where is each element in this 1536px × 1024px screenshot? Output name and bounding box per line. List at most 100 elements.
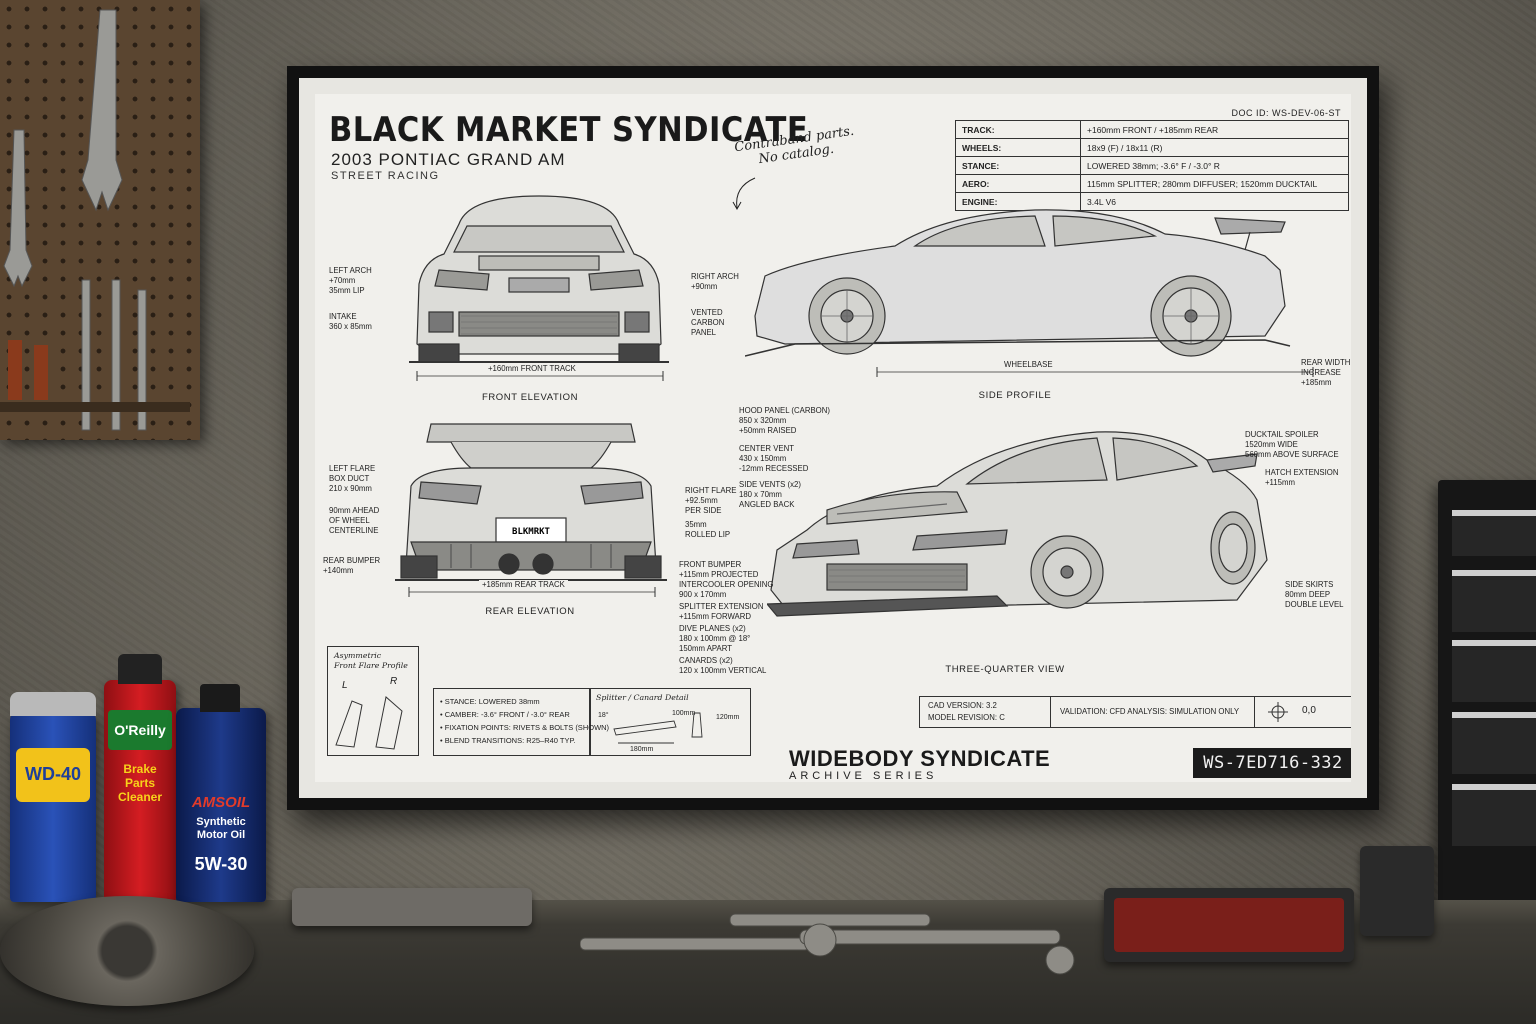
ann-left-flare: LEFT FLARE BOX DUCT 210 x 90mm xyxy=(329,464,376,493)
blueprint-poster: BLACK MARKET SYNDICATE 2003 PONTIAC GRAN… xyxy=(315,94,1351,782)
bottom-spec-key: STANCE: xyxy=(444,697,477,706)
brake-cleaner-can: O'Reilly Brake Parts Cleaner xyxy=(104,654,176,902)
ann-right-arch: RIGHT ARCH +90mm xyxy=(691,272,739,291)
spec-row: WHEELS:18x9 (F) / 18x11 (R) xyxy=(955,138,1349,157)
wrench-large xyxy=(81,9,123,212)
ann-left-arch: LEFT ARCH +70mm 35mm LIP xyxy=(329,266,372,295)
ann-vented-panel: VENTED CARBON PANEL xyxy=(691,308,725,337)
tool-cup xyxy=(1360,846,1434,936)
ann-hatch-extension: HATCH EXTENSION +115mm xyxy=(1265,468,1339,487)
ann-wheelbase: WHEELBASE xyxy=(1001,360,1056,370)
splitter-detail-box: Splitter / Canard Detail 18° 100mm 180mm… xyxy=(589,688,751,756)
bottom-spec-row: • FIXATION POINTS: RIVETS & BOLTS (SHOWN… xyxy=(440,723,610,732)
flare-profile-sketch xyxy=(335,696,403,750)
pegboard xyxy=(0,0,200,440)
amsoil-label: AMSOIL xyxy=(191,794,251,811)
brand-name: WIDEBODY SYNDICATE xyxy=(789,746,1051,771)
splitter-length: 180mm xyxy=(630,746,654,753)
spec-key: AERO: xyxy=(955,174,1081,193)
note-arrow xyxy=(732,177,756,211)
cabinet-drawer-3 xyxy=(1452,640,1536,702)
splitter-detail-sketch xyxy=(613,712,703,744)
hanging-tools xyxy=(3,9,147,431)
bottom-spec-row: • BLEND TRANSITIONS: R25–R40 TYP. xyxy=(440,736,576,745)
cad-origin: 0,0 xyxy=(1302,705,1316,716)
front-elevation-drawing xyxy=(409,195,669,363)
bottom-spec-key: CAMBER: xyxy=(444,710,479,719)
spec-row: TRACK:+160mm FRONT / +185mm REAR xyxy=(955,120,1349,139)
tool-shelf xyxy=(0,402,190,412)
spec-key: STANCE: xyxy=(955,156,1081,175)
spec-key: TRACK: xyxy=(955,120,1081,139)
bottom-spec-list: • STANCE: LOWERED 38mm • CAMBER: -3.6° FR… xyxy=(440,695,609,747)
cabinet-drawer-2 xyxy=(1452,570,1536,632)
flare-left-label: L xyxy=(342,680,348,691)
ann-side-vents: SIDE VENTS (x2) 180 x 70mm ANGLED BACK xyxy=(739,480,801,509)
ann-right-flare: RIGHT FLARE +92.5mm PER SIDE xyxy=(685,486,737,515)
poster-mat: BLACK MARKET SYNDICATE 2003 PONTIAC GRAN… xyxy=(299,78,1367,798)
label-three-quarter: THREE-QUARTER VIEW xyxy=(945,664,1065,675)
brake-cleaner-label: Brake Parts Cleaner xyxy=(117,762,163,804)
oreilly-label: O'Reilly xyxy=(114,722,166,738)
cad-validation: VALIDATION: CFD ANALYSIS: SIMULATION ONL… xyxy=(1060,707,1240,716)
label-rear-elevation: REAR ELEVATION xyxy=(485,606,575,617)
front-track-dimension xyxy=(416,371,664,381)
splitter-height: 100mm xyxy=(672,710,696,717)
parts-bin xyxy=(1104,888,1354,962)
wrench-small xyxy=(3,129,33,288)
bottom-spec-box: • STANCE: LOWERED 38mm • CAMBER: -3.6° FR… xyxy=(433,688,609,756)
ann-intake: INTAKE 360 x 85mm xyxy=(329,312,372,331)
cad-model-revision: MODEL REVISION: C xyxy=(928,713,1005,722)
spec-value: 115mm SPLITTER; 280mm DIFFUSER; 1520mm D… xyxy=(1080,174,1349,193)
flare-right-label: R xyxy=(390,676,398,687)
license-plate: BLKMRKT xyxy=(512,527,550,537)
ann-rear-track: +185mm REAR TRACK xyxy=(479,580,568,590)
serial-number: WS-7ED716-332 xyxy=(1193,748,1351,778)
screwdriver-1 xyxy=(81,279,91,431)
rear-elevation-drawing xyxy=(395,423,667,581)
spec-row: ENGINE:3.4L V6 xyxy=(955,192,1349,211)
cabinet-drawer-5 xyxy=(1452,784,1536,846)
spec-value: 18x9 (F) / 18x11 (R) xyxy=(1080,138,1349,157)
cabinet-drawer-4 xyxy=(1452,712,1536,774)
bottom-spec-row: • STANCE: LOWERED 38mm xyxy=(440,697,540,706)
wheelbase-dimension xyxy=(876,367,1314,377)
amsoil-bottle: AMSOIL Synthetic Motor Oil 5W-30 xyxy=(176,684,266,902)
ann-canards: CANARDS (x2) 120 x 100mm VERTICAL xyxy=(679,656,767,675)
screwdriver-3 xyxy=(137,289,147,431)
spec-value: LOWERED 38mm; -3.6° F / -3.0° R xyxy=(1080,156,1349,175)
bottom-spec-value: RIVETS & BOLTS (SHOWN) xyxy=(512,723,610,732)
ann-side-skirts: SIDE SKIRTS 80mm DEEP DOUBLE LEVEL xyxy=(1285,580,1344,609)
splitter-depth: 120mm xyxy=(716,714,740,721)
screwdriver-2 xyxy=(111,279,121,431)
bottom-spec-row: • CAMBER: -3.6° FRONT / -3.0° REAR xyxy=(440,710,570,719)
label-side-profile: SIDE PROFILE xyxy=(978,390,1052,401)
bottom-spec-key: BLEND TRANSITIONS: xyxy=(444,736,525,745)
ann-front-track: +160mm FRONT TRACK xyxy=(485,364,579,374)
parts-tray xyxy=(292,888,532,926)
cad-version: CAD VERSION: 3.2 xyxy=(928,701,997,710)
ann-center-vent: CENTER VENT 430 x 150mm -12mm RECESSED xyxy=(739,444,809,473)
wd40-label: WD-40 xyxy=(24,764,81,784)
ann-hood-panel: HOOD PANEL (CARBON) 850 x 320mm +50mm RA… xyxy=(739,406,830,435)
bottom-spec-value: R25–R40 TYP. xyxy=(526,736,576,745)
spec-value: 3.4L V6 xyxy=(1080,192,1349,211)
bottom-spec-value: -3.6° FRONT / -3.0° REAR xyxy=(480,710,570,719)
splitter-angle: 18° xyxy=(598,712,609,719)
wrenches-on-bench xyxy=(580,913,1075,975)
oil-grade-label: 5W-30 xyxy=(194,854,248,874)
ann-front-bumper: FRONT BUMPER +115mm PROJECTED INTERCOOLE… xyxy=(679,560,774,599)
poster-subtitle: 2003 PONTIAC GRAND AM xyxy=(331,150,566,169)
side-profile-drawing xyxy=(745,209,1291,357)
bottom-spec-key: FIXATION POINTS: xyxy=(444,723,511,732)
flare-profile-box: Asymmetric Front Flare Profile L R xyxy=(327,646,419,756)
label-front-elevation: FRONT ELEVATION xyxy=(481,392,579,403)
brand-subtitle: ARCHIVE SERIES xyxy=(789,770,938,782)
wd40-can: WD-40 xyxy=(10,692,96,902)
splitter-detail-title: Splitter / Canard Detail xyxy=(596,693,689,702)
bottom-spec-value: LOWERED 38mm xyxy=(478,697,540,706)
ann-ducktail-spoiler: DUCKTAIL SPOILER 1520mm WIDE 560mm ABOVE… xyxy=(1245,430,1339,459)
ann-rear-width: REAR WIDTH INCREASE +185mm xyxy=(1301,358,1351,387)
doc-id: DOC ID: WS-DEV-06-ST xyxy=(1231,108,1341,118)
